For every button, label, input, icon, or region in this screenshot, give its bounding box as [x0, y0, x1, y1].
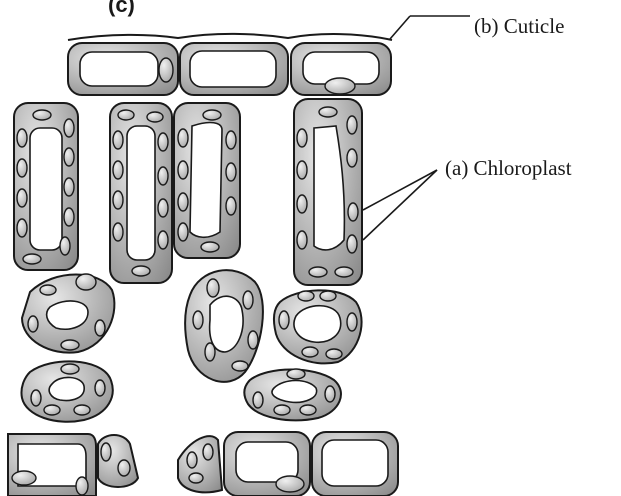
spongy-cell — [185, 270, 263, 382]
palisade-cell — [14, 103, 78, 270]
epidermal-cell — [291, 43, 391, 95]
lower-epidermal-cell — [224, 432, 310, 496]
lower-epidermis — [8, 432, 398, 496]
epidermal-cell — [68, 43, 178, 95]
palisade-cell — [110, 103, 172, 283]
lower-epidermal-cell — [178, 436, 222, 492]
spongy-mesophyll — [21, 270, 361, 422]
lower-epidermal-cell — [312, 432, 398, 496]
spongy-cell — [244, 369, 341, 420]
upper-epidermis — [68, 43, 391, 95]
chloroplast-leader-line — [363, 170, 437, 240]
palisade-cell — [174, 103, 240, 258]
lower-epidermal-cell — [8, 434, 96, 496]
spongy-cell — [274, 290, 362, 363]
partial-heading-text: (c) — [108, 0, 135, 17]
cuticle-label: (b) Cuticle — [474, 14, 564, 38]
epidermal-cell — [180, 43, 288, 95]
cuticle-leader-line — [390, 16, 410, 39]
spongy-cell — [21, 361, 112, 421]
cuticle-layer — [68, 34, 392, 40]
palisade-cell — [294, 99, 362, 285]
palisade-layer — [14, 99, 362, 285]
chloroplast-label: (a) Chloroplast — [445, 156, 572, 180]
spongy-cell — [22, 274, 114, 353]
lower-epidermal-cell — [98, 435, 138, 487]
